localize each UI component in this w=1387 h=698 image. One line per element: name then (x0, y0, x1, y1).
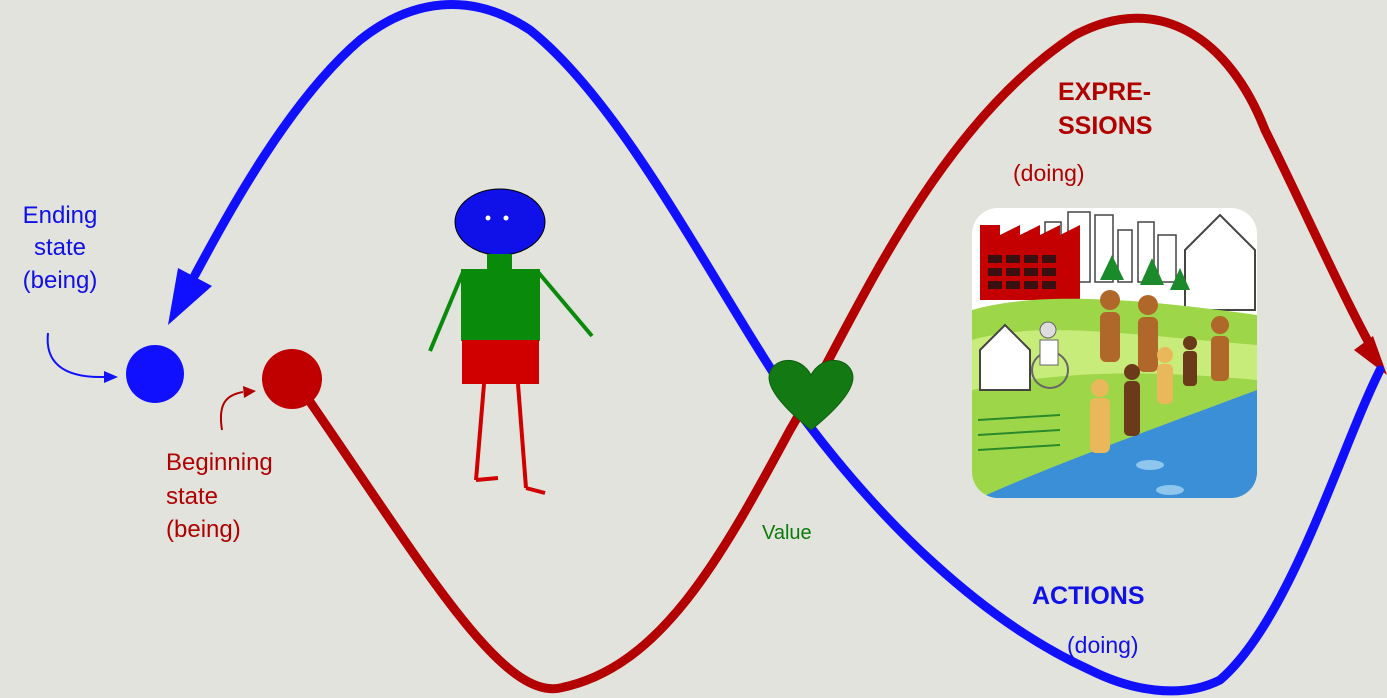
beginning-state-label: Beginning state (being) (166, 446, 273, 547)
expressions-line2: SSIONS (1058, 111, 1153, 140)
red-arrowhead (1354, 336, 1387, 375)
blue-arrowhead (168, 268, 212, 325)
beginning-label-line1: Beginning (166, 449, 273, 476)
ending-label-line1: Ending (22, 202, 98, 229)
beginning-pointer-arrow (220, 391, 244, 431)
beginning-state-dot (262, 349, 322, 409)
ending-pointer-head (104, 371, 118, 383)
figure-shorts (462, 340, 539, 384)
figure-left-arm (428, 271, 465, 352)
figure-right-foot (525, 486, 546, 495)
figure-neck (487, 254, 512, 270)
beginning-pointer-head (243, 386, 256, 398)
figure-right-leg (516, 383, 528, 489)
expressions-label: EXPRE- SSIONS (1058, 76, 1152, 144)
figure-torso (461, 269, 540, 341)
figure-head (454, 188, 546, 256)
expressions-doing-label: (doing) (1013, 160, 1085, 186)
community-landscape-illustration (972, 208, 1257, 498)
expressions-line1: EXPRE- (1058, 78, 1152, 106)
ending-state-dot (126, 345, 184, 403)
beginning-label-line2: state (166, 482, 219, 510)
ending-label-line3: (being) (22, 266, 98, 294)
actions-doing-label: (doing) (1067, 632, 1139, 658)
beginning-label-line3: (being) (166, 516, 241, 544)
stick-figure-person (428, 188, 594, 495)
ending-pointer-arrow (46, 332, 105, 379)
red-cycle-path (290, 13, 1375, 694)
figure-left-leg (474, 383, 486, 481)
ending-state-label: Ending state (being) (0, 200, 120, 297)
value-label: Value (762, 522, 812, 544)
heart-icon (768, 359, 854, 431)
actions-label: ACTIONS (1032, 582, 1145, 610)
figure-right-arm (536, 270, 594, 338)
figure-left-foot (475, 476, 499, 482)
ending-label-line2: state (33, 234, 87, 262)
